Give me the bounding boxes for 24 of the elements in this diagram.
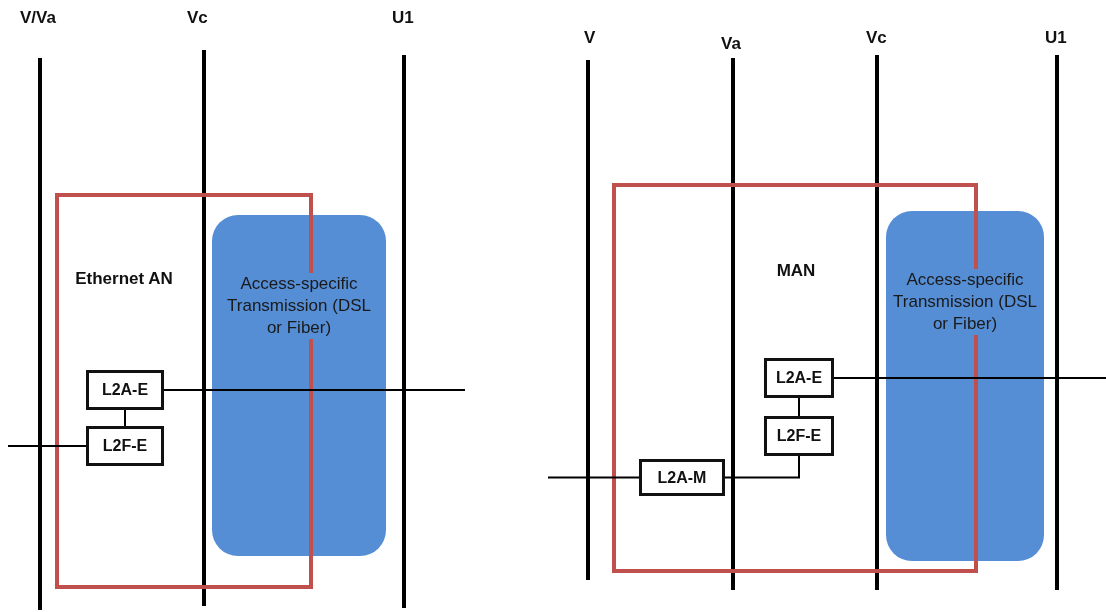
block-label: Access-specific Transmission (DSL or Fiber) xyxy=(892,269,1038,335)
connector-line xyxy=(833,377,1106,379)
function-box: L2A-E xyxy=(86,370,164,410)
access-transmission-block xyxy=(212,215,386,556)
reference-point-label: Vc xyxy=(187,8,208,28)
function-box: L2A-M xyxy=(639,459,725,496)
connector-line xyxy=(547,476,640,479)
connector-line xyxy=(163,389,466,391)
reference-point-label: Va xyxy=(721,34,741,54)
connector-line xyxy=(724,455,800,479)
connector-line xyxy=(124,409,126,427)
reference-point-label: V xyxy=(584,28,596,48)
reference-point-label: Vc xyxy=(866,28,887,48)
connector-line xyxy=(798,397,800,417)
function-box: L2A-E xyxy=(764,358,834,398)
function-box: L2F-E xyxy=(86,426,164,466)
function-box: L2F-E xyxy=(764,416,834,456)
network-label: Ethernet AN xyxy=(74,268,174,290)
reference-point-label: V/Va xyxy=(20,8,56,28)
reference-point-label: U1 xyxy=(1045,28,1067,48)
connector-line xyxy=(7,445,87,447)
access-transmission-block xyxy=(886,211,1044,561)
network-label: MAN xyxy=(775,260,817,282)
reference-point-label: U1 xyxy=(392,8,414,28)
